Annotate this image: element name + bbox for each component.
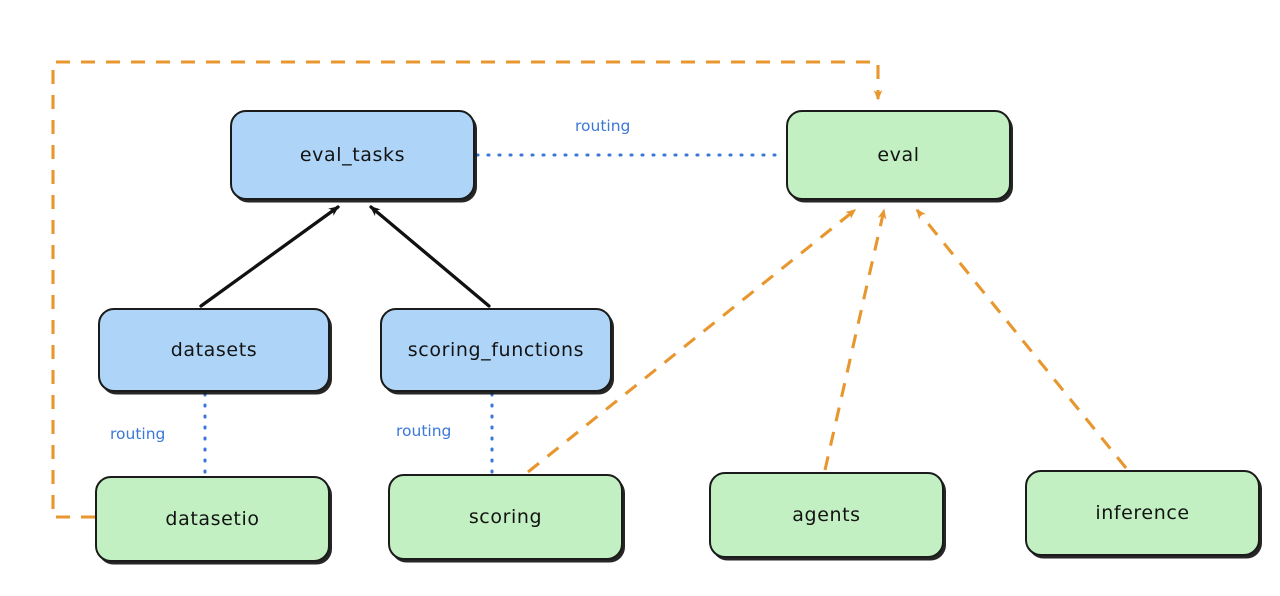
edge-datasets-eval-tasks (199, 205, 340, 308)
edge-agents-eval (823, 208, 887, 471)
node-label-inference: inference (1095, 502, 1190, 524)
node-label-agents: agents (792, 504, 861, 526)
node-label-scoring-functions: scoring_functions (407, 339, 585, 361)
node-scoring-functions[interactable]: scoring_functions (380, 308, 612, 392)
node-datasetio[interactable]: datasetio (95, 476, 330, 562)
node-datasets[interactable]: datasets (98, 308, 330, 392)
node-eval[interactable]: eval (786, 110, 1011, 200)
node-agents[interactable]: agents (709, 472, 944, 558)
node-eval-tasks[interactable]: eval_tasks (230, 110, 475, 200)
node-label-datasetio: datasetio (165, 508, 260, 530)
node-scoring[interactable]: scoring (388, 474, 623, 560)
node-label-eval: eval (877, 144, 920, 166)
edge-label-routing-left: routing (110, 425, 166, 443)
edge-inference-eval (915, 208, 1128, 469)
node-label-datasets: datasets (170, 339, 258, 361)
node-label-eval-tasks: eval_tasks (299, 144, 406, 166)
edge-label-routing-top: routing (575, 117, 631, 135)
node-inference[interactable]: inference (1025, 470, 1260, 556)
node-label-scoring: scoring (468, 506, 543, 528)
edge-scoring-functions-eval-tasks (369, 205, 491, 308)
edge-label-routing-middle: routing (396, 422, 452, 440)
